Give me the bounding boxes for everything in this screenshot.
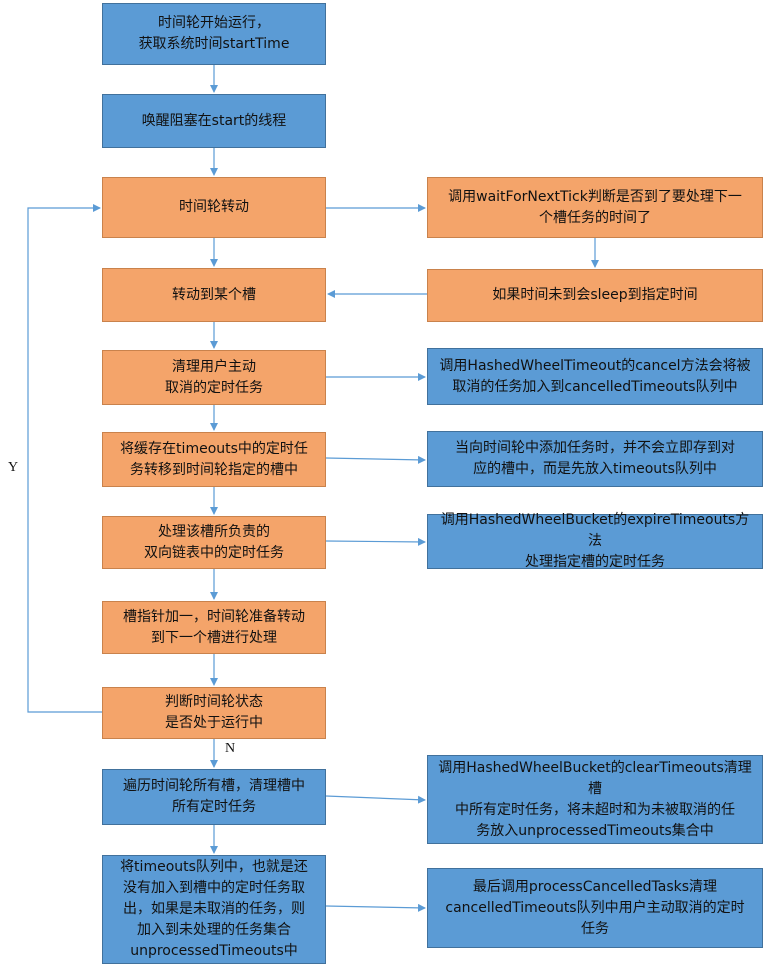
main-step-advance-pointer-text: 槽指针加一，时间轮准备转动 到下一个槽进行处理	[123, 608, 305, 646]
main-step-process-slot: 处理该槽所负责的 双向链表中的定时任务	[102, 516, 326, 569]
main-step-clean-cancelled: 清理用户主动 取消的定时任务	[102, 350, 326, 405]
side-note-process-cancelled: 最后调用processCancelledTasks清理 cancelledTim…	[427, 868, 763, 948]
side-note-add-task: 当向时间轮中添加任务时，并不会立即存到对 应的槽中，而是先放入timeouts队…	[427, 431, 763, 487]
main-step-collect-unprocessed: 将timeouts队列中，也就是还 没有加入到槽中的定时任务取 出，如果是未取消…	[102, 855, 326, 964]
side-note-clear-timeouts: 调用HashedWheelBucket的clearTimeouts清理槽 中所有…	[427, 755, 763, 844]
arrow-to-side-4	[325, 455, 426, 464]
loop-back-connector	[27, 204, 102, 713]
main-step-traverse-slots: 遍历时间轮所有槽，清理槽中 所有定时任务	[102, 769, 326, 825]
main-step-wake-thread-text: 唤醒阻塞在start的线程	[141, 112, 287, 129]
main-step-transfer-timeouts-text: 将缓存在timeouts中的定时任 务转移到时间轮指定的槽中	[120, 440, 308, 478]
arrow-to-side-6	[325, 795, 426, 804]
main-step-traverse-slots-text: 遍历时间轮所有槽，清理槽中 所有定时任务	[123, 778, 305, 815]
main-step-rotate-to-slot-text: 转动到某个槽	[172, 286, 256, 303]
side-note-expire-timeouts-text: 调用HashedWheelBucket的expireTimeouts方法 处理指…	[440, 512, 750, 570]
side-note-expire-timeouts: 调用HashedWheelBucket的expireTimeouts方法 处理指…	[427, 512, 763, 570]
side-note-cancel-text: 调用HashedWheelTimeout的cancel方法会将被 取消的任务加入…	[439, 357, 751, 395]
side-note-sleep-text: 如果时间未到会sleep到指定时间	[492, 287, 698, 303]
main-step-collect-unprocessed-text: 将timeouts队列中，也就是还 没有加入到槽中的定时任务取 出，如果是未取消…	[120, 859, 308, 959]
main-step-rotate-to-slot: 转动到某个槽	[102, 268, 326, 322]
main-step-start-text: 时间轮开始运行， 获取系统时间startTime	[138, 15, 290, 52]
main-step-wheel-rotate-text: 时间轮转动	[179, 199, 249, 215]
side-note-process-cancelled-text: 最后调用processCancelledTasks清理 cancelledTim…	[445, 878, 745, 937]
main-step-wake-thread: 唤醒阻塞在start的线程	[102, 94, 326, 148]
side-note-cancel: 调用HashedWheelTimeout的cancel方法会将被 取消的任务加入…	[427, 348, 763, 405]
arrow-to-side-7	[325, 903, 426, 912]
main-step-transfer-timeouts: 将缓存在timeouts中的定时任 务转移到时间轮指定的槽中	[102, 432, 326, 487]
main-step-advance-pointer: 槽指针加一，时间轮准备转动 到下一个槽进行处理	[102, 601, 326, 654]
side-note-wait-for-next-tick-text: 调用waitForNextTick判断是否到了要处理下一 个槽任务的时间了	[448, 188, 742, 226]
main-step-check-running-text: 判断时间轮状态 是否处于运行中	[165, 694, 263, 731]
side-note-wait-for-next-tick: 调用waitForNextTick判断是否到了要处理下一 个槽任务的时间了	[427, 177, 763, 238]
exit-no-label: N	[225, 741, 236, 756]
main-step-start: 时间轮开始运行， 获取系统时间startTime	[102, 3, 326, 65]
main-step-wheel-rotate: 时间轮转动	[102, 177, 326, 238]
main-step-clean-cancelled-text: 清理用户主动 取消的定时任务	[165, 358, 263, 396]
side-note-add-task-text: 当向时间轮中添加任务时，并不会立即存到对 应的槽中，而是先放入timeouts队…	[455, 440, 735, 477]
main-step-check-running: 判断时间轮状态 是否处于运行中	[102, 687, 326, 739]
main-step-process-slot-text: 处理该槽所负责的 双向链表中的定时任务	[144, 523, 284, 561]
side-note-clear-timeouts-text: 调用HashedWheelBucket的clearTimeouts清理槽 中所有…	[438, 759, 752, 839]
arrow-to-side-5	[325, 537, 426, 546]
side-note-sleep: 如果时间未到会sleep到指定时间	[427, 269, 763, 322]
loop-yes-label: Y	[8, 460, 19, 475]
